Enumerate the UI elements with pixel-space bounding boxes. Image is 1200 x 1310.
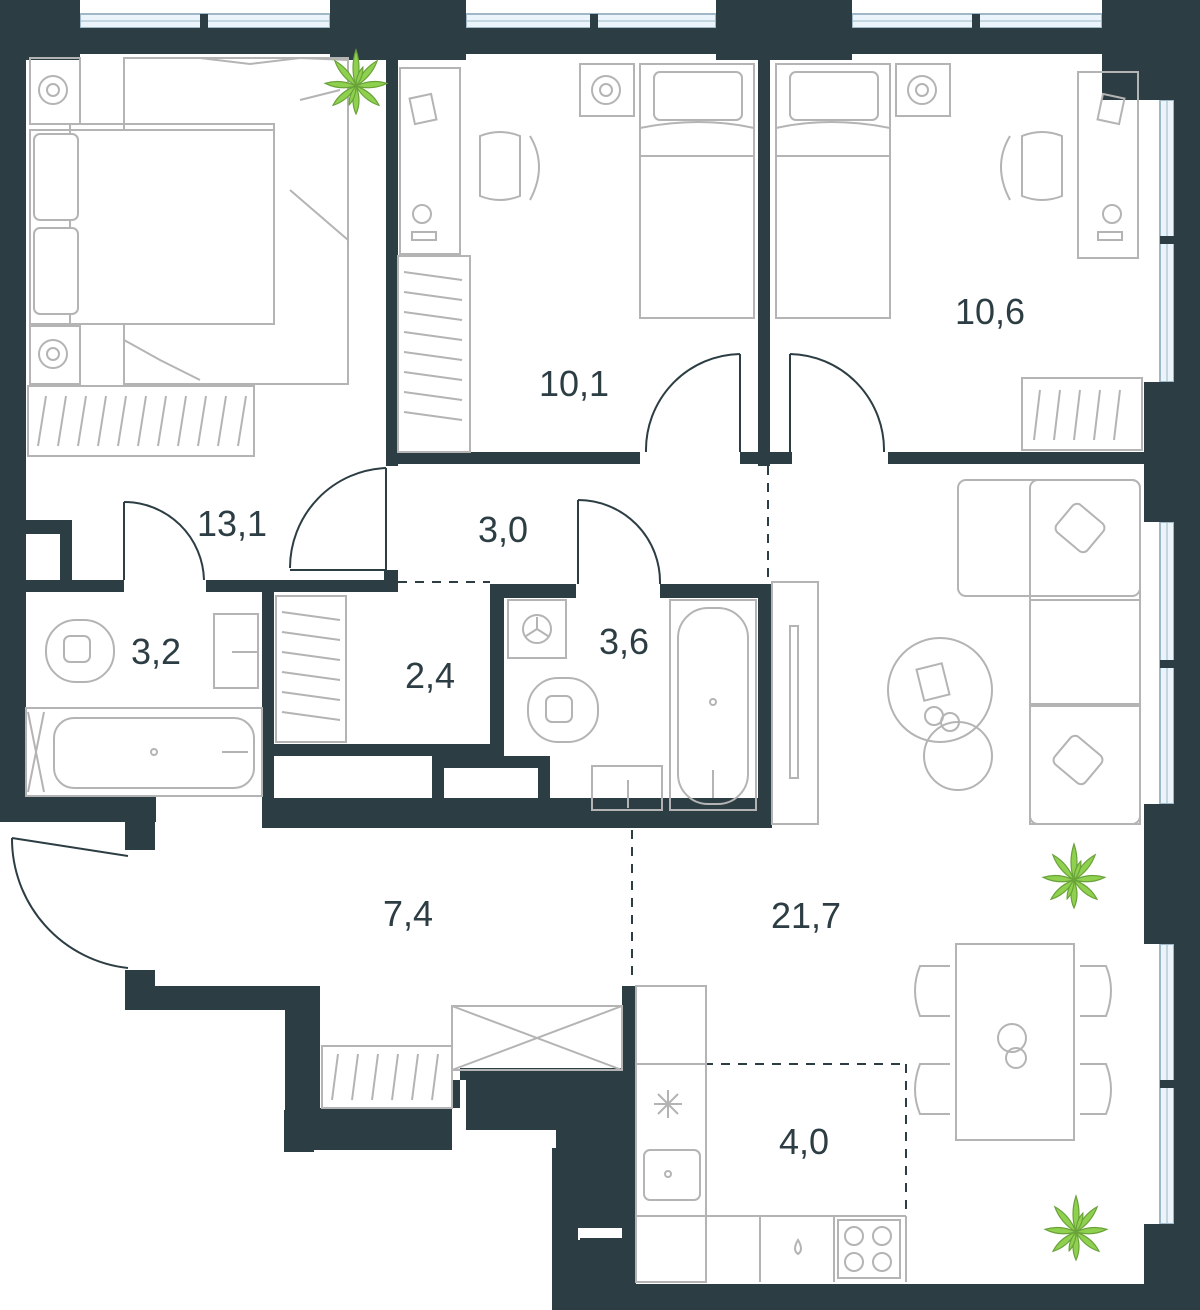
doors [10, 353, 886, 969]
wardrobe-furniture [275, 595, 347, 743]
area-label-bathroom-2: 3,6 [599, 621, 649, 662]
area-label-bedroom-master: 13,1 [197, 503, 267, 544]
area-label-living-room: 21,7 [771, 895, 841, 936]
area-label-kitchen: 4,0 [779, 1121, 829, 1162]
area-label-wardrobe: 2,4 [405, 655, 455, 696]
area-label-corridor: 3,0 [478, 509, 528, 550]
bedroom-2-furniture [775, 63, 1143, 451]
zone-dividers [398, 466, 907, 1284]
interior-walls [26, 54, 1144, 1286]
living-room-furniture [771, 479, 1141, 1261]
area-label-bedroom-1: 10,1 [539, 363, 609, 404]
area-label-hall: 7,4 [383, 893, 433, 934]
area-label-bathroom-1: 3,2 [131, 631, 181, 672]
bedroom-1-furniture [397, 63, 755, 453]
bathroom-1-furniture [25, 613, 263, 797]
kitchen-furniture [635, 985, 907, 1283]
room-labels: 13,1 10,1 10,6 3,0 3,2 2,4 3,6 7,4 21,7 … [131, 291, 1025, 1162]
hall-furniture [321, 1005, 623, 1109]
bathroom-2-furniture [507, 599, 757, 811]
area-label-bedroom-2: 10,6 [955, 291, 1025, 332]
master-bedroom-furniture [27, 49, 388, 457]
